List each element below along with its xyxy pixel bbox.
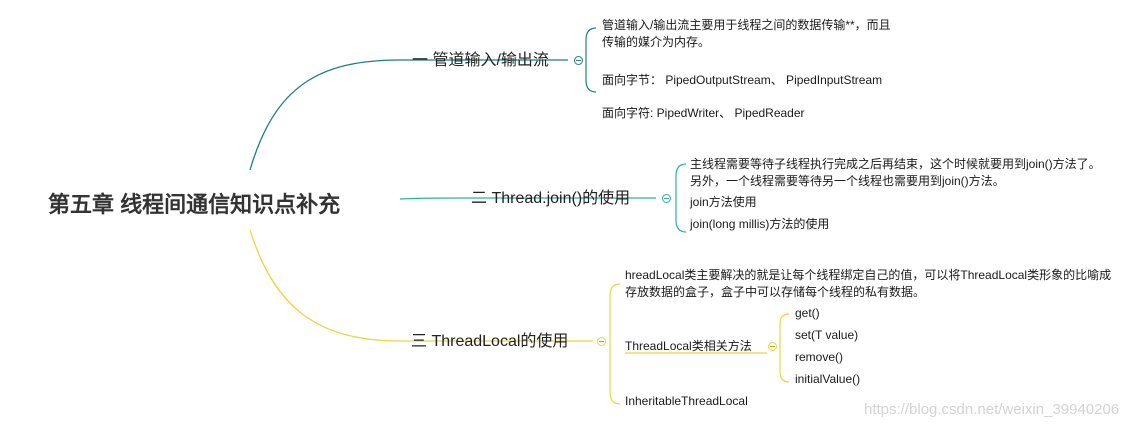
methods-bracket — [779, 313, 790, 383]
branch-1-item: 面向字节： PipedOutputStream、 PipedInputStrea… — [602, 73, 883, 87]
branch-1-item: 面向字符: PipedWriter、 PipedReader — [602, 106, 805, 120]
watermark: https://blog.csdn.net/weixin_39940206 — [864, 401, 1120, 418]
method-item: remove() — [795, 350, 844, 364]
connector-branch-2 — [399, 197, 461, 200]
branch-3-bracket — [609, 283, 621, 405]
branch-2-label: 二 Thread.join()的使用 — [471, 190, 631, 207]
branch-1-label: 一 管道输入/输出流 — [412, 52, 549, 69]
branch-3-item: InheritableThreadLocal — [625, 394, 748, 408]
branch-3-note-line-2: 存放数据的盒子，盒子中可以存储每个线程的私有数据。 — [625, 285, 926, 299]
root-node: 第五章 线程间通信知识点补充 — [48, 192, 341, 217]
connector-branch-3 — [249, 229, 401, 342]
connector-branch-1 — [249, 59, 401, 171]
branch-1-note-line-1: 管道输入/输出流主要用于线程之间的数据传输**，而且 — [602, 18, 891, 32]
collapse-toggle-icon[interactable] — [597, 337, 606, 346]
method-item: get() — [795, 306, 820, 320]
branch-3-note-line-1: hreadLocal类主要解决的就是让每个线程绑定自己的值，可以将ThreadL… — [625, 268, 1112, 282]
branch-3-label: 三 ThreadLocal的使用 — [411, 333, 569, 350]
branch-2-note-line-2: 另外，一个线程需要等待另一个线程也需要用到join()方法。 — [690, 174, 1005, 188]
branch-2-item: join(long millis)方法的使用 — [690, 217, 830, 231]
method-item: initialValue() — [795, 372, 861, 386]
branch-3-item: ThreadLocal类相关方法 — [625, 339, 752, 353]
branch-2-bracket — [675, 163, 687, 233]
collapse-toggle-icon[interactable] — [768, 342, 777, 351]
branch-1-note-line-2: 传输的媒介为内存。 — [602, 35, 711, 49]
branch-2-item: join方法使用 — [690, 195, 757, 209]
branch-2-note-line-1: 主线程需要等待子线程执行完成之后再结束，这个时候就要用到join()方法了。 — [690, 157, 1101, 171]
collapse-toggle-icon[interactable] — [662, 194, 671, 203]
method-item: set(T value) — [795, 328, 859, 342]
branch-1-bracket — [585, 27, 597, 93]
collapse-toggle-icon[interactable] — [574, 56, 583, 65]
